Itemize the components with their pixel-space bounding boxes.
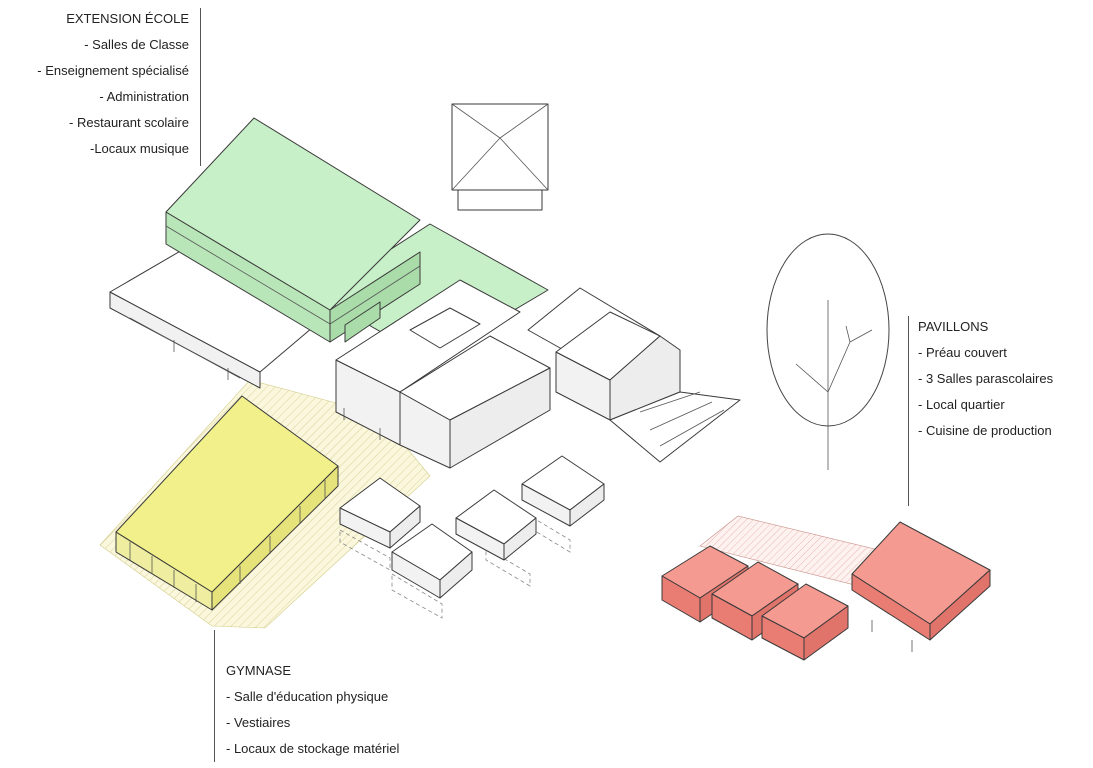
legend-ecole-item: - Restaurant scolaire [69, 115, 189, 130]
legend-gymnase-title: GYMNASE [226, 663, 292, 678]
legend-pavillons-item: - Cuisine de production [918, 423, 1052, 438]
pavilion-buildings [661, 515, 991, 661]
tree-symbol [766, 233, 890, 470]
legend-pavillons-item: - 3 Salles parascolaires [918, 371, 1054, 386]
legend-ecole: EXTENSION ÉCOLE - Salles de Classe - Ens… [37, 6, 189, 162]
lower-cube-buildings [339, 455, 605, 619]
legend-pavillons-item: - Local quartier [918, 397, 1005, 412]
legend-ecole-item: -Locaux musique [90, 141, 189, 156]
central-building [335, 279, 551, 469]
legend-gymnase-item: - Vestiaires [226, 715, 291, 730]
legend-pavillons-bar [908, 316, 909, 506]
legend-ecole-item: - Enseignement spécialisé [37, 63, 189, 78]
legend-ecole-item: - Salles de Classe [84, 37, 189, 52]
legend-ecole-item: - Administration [99, 89, 189, 104]
legend-pavillons-title: PAVILLONS [918, 319, 989, 334]
legend-gymnase: GYMNASE - Salle d'éducation physique - V… [226, 658, 399, 762]
legend-pavillons-item: - Préau couvert [918, 345, 1007, 360]
right-annex-building [527, 287, 741, 463]
gymnasium-building [115, 395, 339, 611]
legend-pavillons: PAVILLONS - Préau couvert - 3 Salles par… [918, 314, 1053, 444]
legend-gymnase-item: - Salle d'éducation physique [226, 689, 389, 704]
school-extension-building [165, 117, 421, 343]
north-roof-symbol [451, 103, 549, 211]
legend-ecole-bar [200, 8, 201, 166]
legend-gymnase-item: - Locaux de stockage matériel [226, 741, 400, 756]
legend-ecole-title: EXTENSION ÉCOLE [66, 11, 189, 26]
legend-gymnase-bar [214, 630, 215, 762]
